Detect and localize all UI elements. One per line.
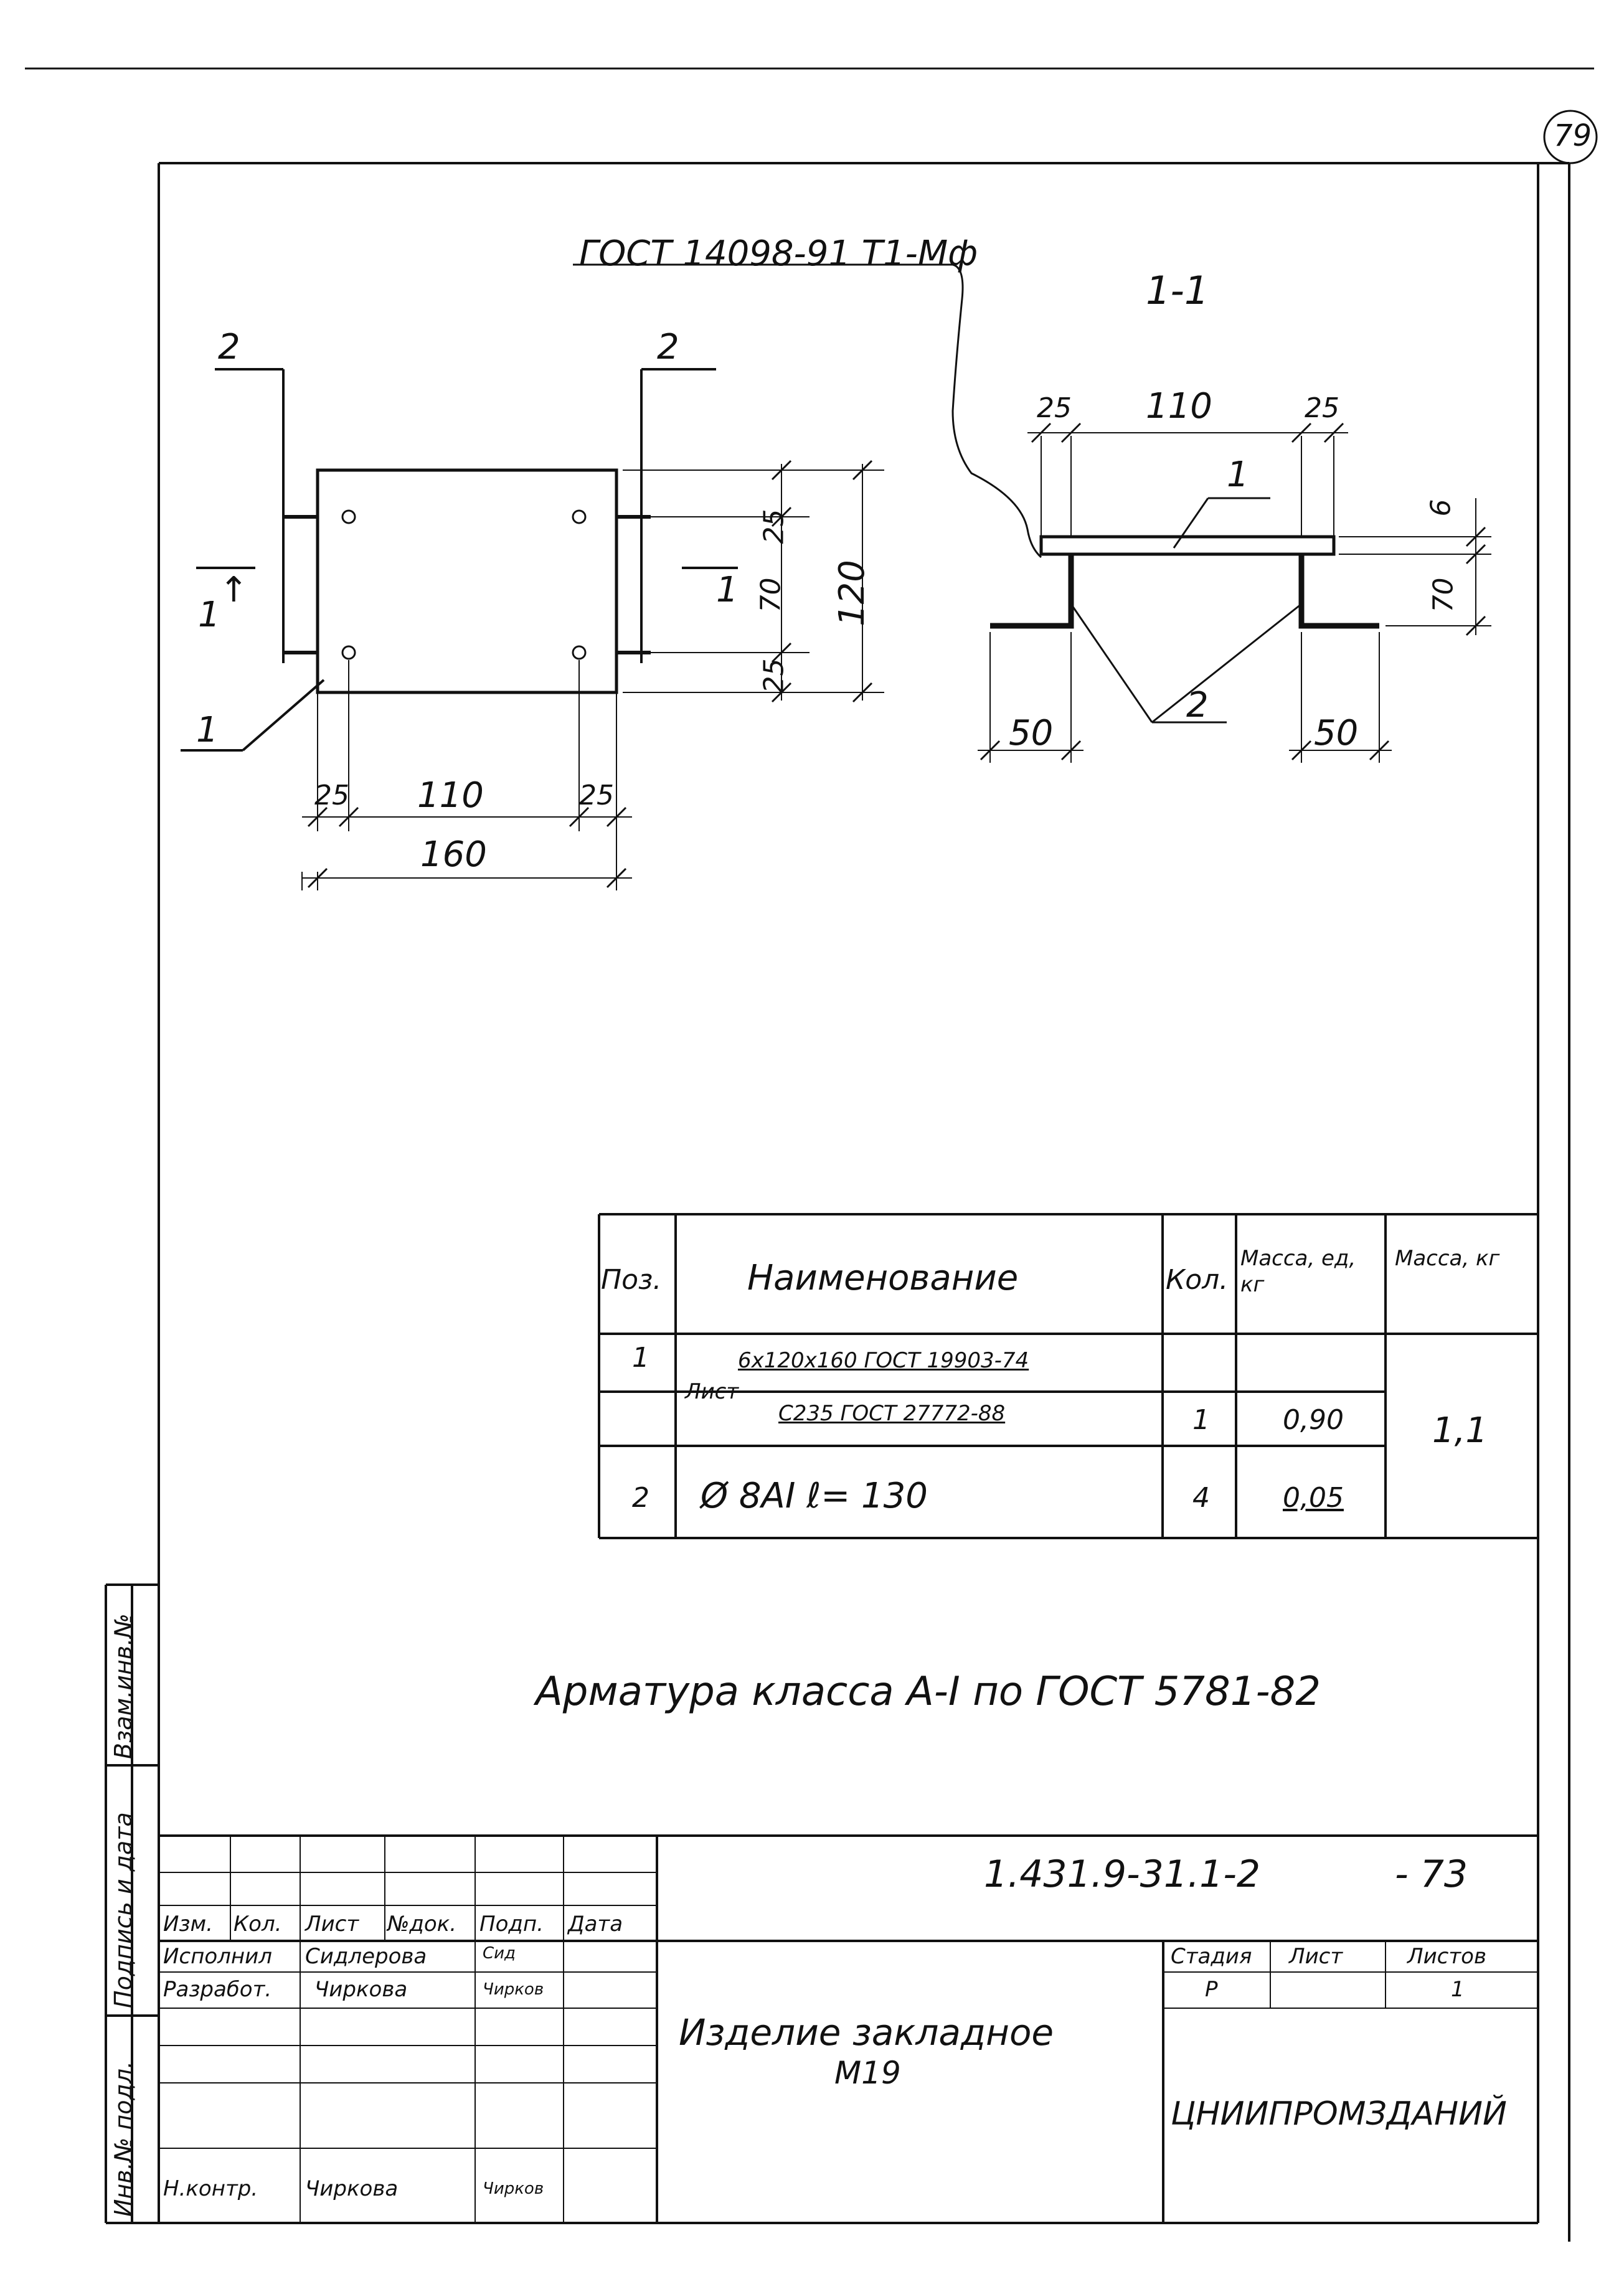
row2-pos: 2: [632, 1482, 649, 1514]
page-number: 79: [1554, 118, 1592, 153]
row1-prefix: Лист: [685, 1379, 739, 1404]
col-header-podp: Подп.: [479, 1912, 544, 1937]
section-pos-bars: 2: [1186, 685, 1209, 725]
sign-razrabot: Чирков: [483, 1980, 544, 1999]
spec-header-mass: Масса, кг: [1395, 1246, 1500, 1271]
plan-pos-label: 1: [196, 710, 219, 750]
sheet-code: - 73: [1395, 1852, 1468, 1896]
dim-section-span: 110: [1146, 386, 1212, 427]
dim-section-thickness: 6: [1425, 499, 1457, 517]
name-ispolnil: Сидлерова: [305, 1944, 427, 1969]
row1-qty: 1: [1192, 1404, 1210, 1436]
sign-ispolnil: Сид: [483, 1944, 516, 1963]
dim-plan-height: 120: [831, 560, 872, 626]
dim-plan-top: 25: [758, 509, 790, 544]
role-ispolnil: Исполнил: [163, 1944, 272, 1969]
row1-mass-unit: 0,90: [1283, 1404, 1344, 1436]
row1-pos: 1: [632, 1342, 649, 1374]
product-title-sub: М19: [834, 2055, 901, 2091]
stage-value: Р: [1205, 1977, 1218, 2002]
side-stamp-inv: Инв.№ подл.: [110, 2060, 137, 2217]
spec-total-mass: 1,1: [1432, 1410, 1488, 1451]
product-title: Изделие закладное: [679, 2011, 1054, 2054]
col-header-list: Лист: [305, 1912, 359, 1937]
spec-header-pos: Поз.: [601, 1264, 662, 1296]
role-razrabot: Разработ.: [163, 1977, 272, 2002]
dim-section-right: 25: [1305, 392, 1339, 424]
name-nkontr: Чиркова: [305, 2176, 399, 2201]
reinforcement-note: Арматура класса А-I по ГОСТ 5781-82: [536, 1669, 1321, 1715]
sheets-header: Листов: [1407, 1944, 1487, 1969]
dim-section-foot-right: 50: [1314, 713, 1359, 753]
dim-plan-mid-vertical: 70: [755, 577, 787, 613]
section-label: 1-1: [1146, 268, 1209, 313]
doc-code: 1.431.9-31.1-2: [984, 1852, 1261, 1896]
sheet-header: Лист: [1289, 1944, 1343, 1969]
dim-plan-bottom: 25: [758, 658, 790, 694]
row2-name: Ø 8AI ℓ= 130: [701, 1476, 928, 1516]
row2-mass-unit: 0,05: [1283, 1482, 1344, 1514]
gost-label: ГОСТ 14098-91 Т1-Мф: [579, 234, 978, 274]
sheets-value: 1: [1451, 1977, 1465, 2002]
spec-header-qty: Кол.: [1166, 1264, 1229, 1296]
spec-header-mass-unit: Масса, ед, кг: [1240, 1246, 1356, 1297]
col-header-izm: Изм.: [163, 1912, 213, 1937]
row2-qty: 4: [1192, 1482, 1210, 1514]
name-razrabot: Чиркова: [314, 1977, 408, 2002]
side-stamp-replace: Взам.инв.№: [110, 1613, 137, 1759]
stage-header: Стадия: [1171, 1944, 1252, 1969]
arrow-up-icon: ↑: [219, 570, 248, 610]
dim-section-bar-height: 70: [1427, 577, 1460, 613]
side-stamp-sign-date: Подпись и дата: [110, 1812, 137, 2008]
dim-section-foot-left: 50: [1009, 713, 1054, 753]
dim-section-left: 25: [1037, 392, 1072, 424]
organization-name: ЦНИИПРОМЗДАНИЙ: [1171, 2095, 1507, 2133]
dim-plan-width: 160: [420, 834, 487, 875]
cut-mark-left: 2: [218, 327, 240, 367]
spec-header-name: Наименование: [747, 1258, 1019, 1298]
col-header-ndok: №док.: [387, 1912, 457, 1937]
role-nkontr: Н.контр.: [163, 2176, 258, 2201]
section-arrow-left: 1: [198, 595, 220, 635]
dim-plan-hole-span: 110: [417, 775, 484, 816]
dim-plan-left-offset: 25: [314, 780, 349, 811]
dim-plan-right-offset: 25: [579, 780, 614, 811]
row1-name-line1: 6х120х160 ГОСТ 19903-74: [738, 1348, 1029, 1373]
cut-mark-right: 2: [657, 327, 679, 367]
section-arrow-right: 1: [716, 570, 739, 610]
sign-nkontr: Чирков: [483, 2179, 544, 2198]
col-header-kol: Кол.: [234, 1912, 282, 1937]
col-header-data: Дата: [568, 1912, 623, 1937]
row1-name-line2: С235 ГОСТ 27772-88: [778, 1401, 1006, 1426]
section-pos-plate: 1: [1227, 455, 1249, 495]
